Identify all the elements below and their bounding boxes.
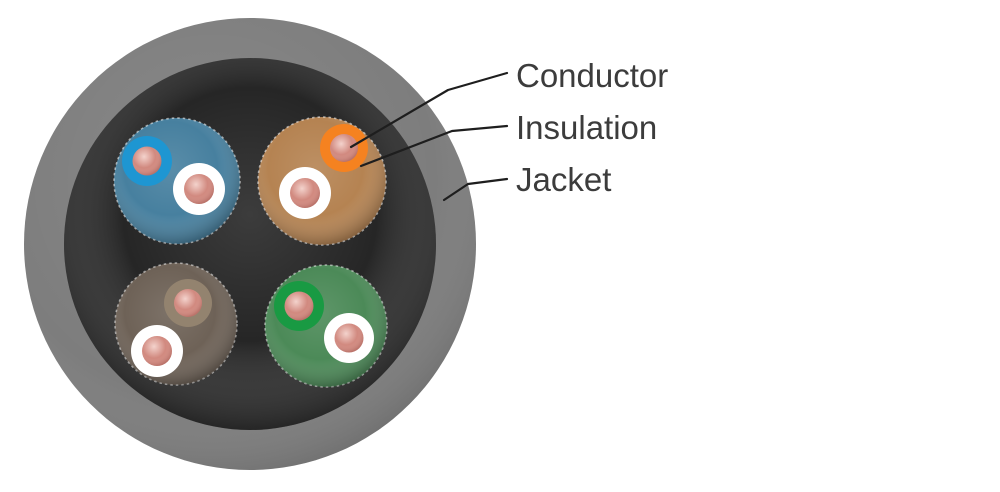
cable (24, 18, 476, 470)
label-conductor: Conductor (516, 57, 668, 94)
leader-lines (349, 71, 509, 202)
labels: Conductor Insulation Jacket (516, 57, 668, 198)
wire-orange-conductor-shine (330, 134, 358, 162)
wire-blue-conductor-shine (132, 146, 162, 176)
label-jacket: Jacket (516, 161, 611, 198)
wire-brown-conductor-shine (174, 289, 202, 317)
pair-blue (113, 117, 241, 245)
leader-line-conductor (349, 71, 509, 149)
label-insulation: Insulation (516, 109, 657, 146)
pair-orange (257, 116, 387, 246)
wire-blue-white-conductor-shine (184, 174, 214, 204)
pair-green (264, 264, 388, 388)
wire-brown-white-conductor-shine (142, 336, 172, 366)
pair-brown (114, 262, 238, 386)
wire-green-white-conductor-shine (334, 323, 364, 353)
core-shading (64, 58, 436, 430)
leader-line-insulation (359, 124, 509, 168)
wire-orange-white-conductor-shine (290, 178, 320, 208)
wire-green-conductor-shine (284, 291, 314, 321)
leader-line-jacket (442, 177, 509, 202)
